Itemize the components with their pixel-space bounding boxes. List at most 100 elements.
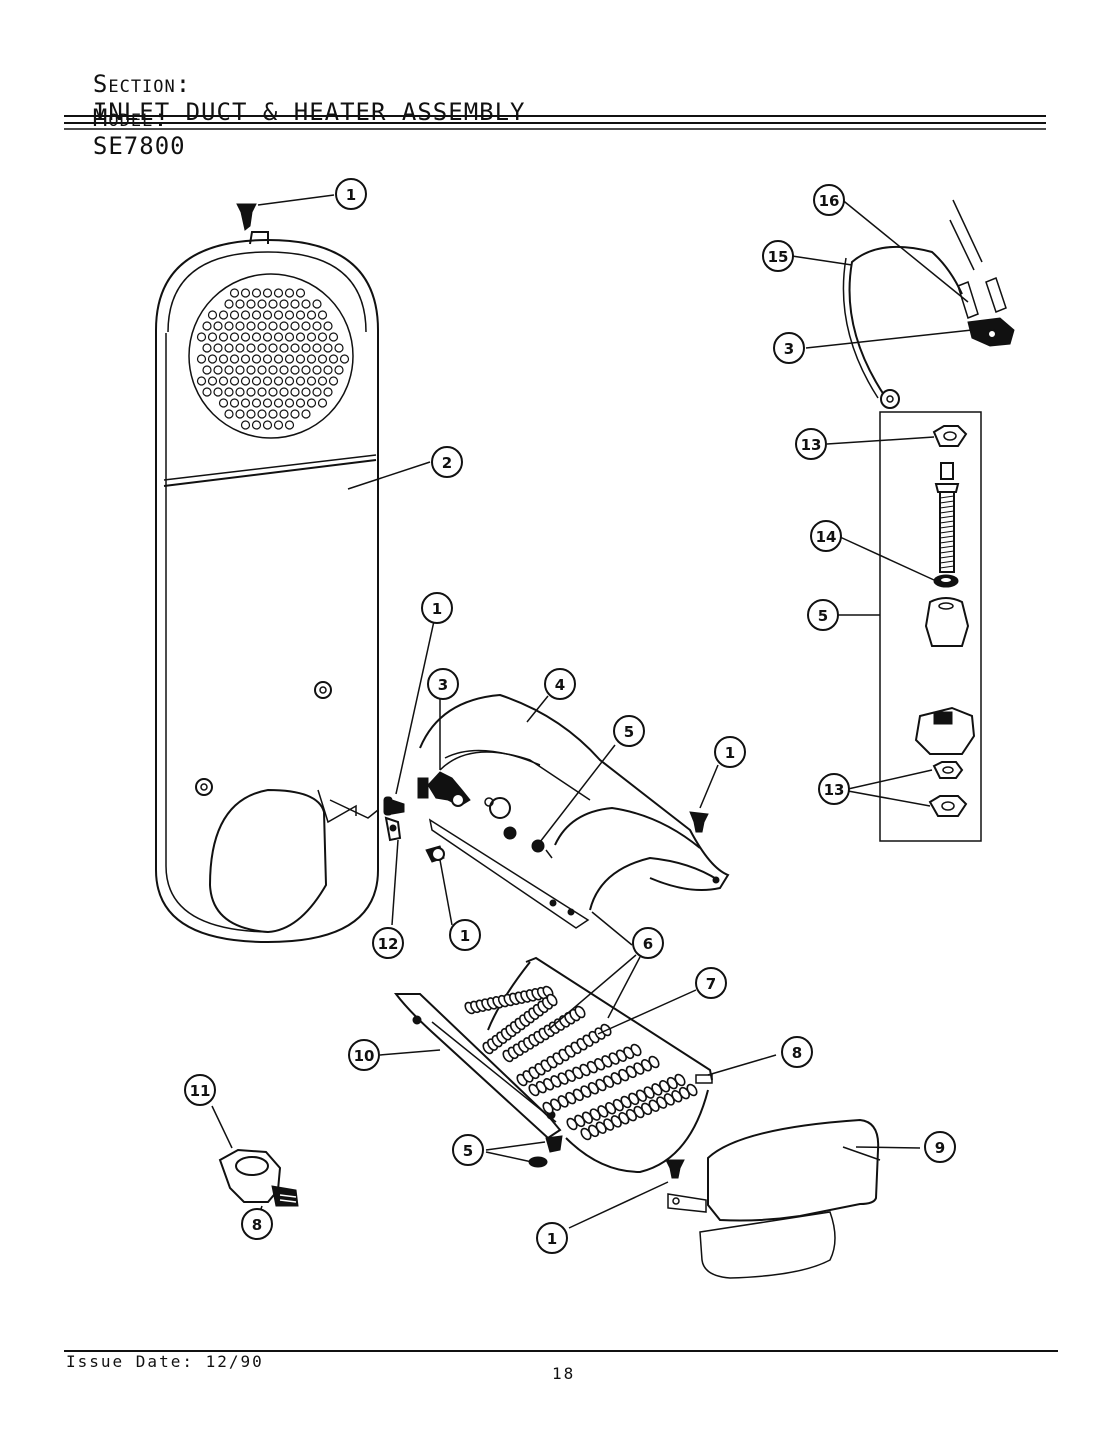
coil-turn [574,1005,586,1019]
inlet-duct [155,231,379,944]
grille-hole [290,321,300,331]
grille-hole [202,321,212,331]
grille-hole [240,354,251,364]
grille-hole [235,343,245,353]
grille-hole [240,288,251,298]
header-rule [64,115,1046,130]
grille-hole [284,310,295,320]
callout-8: 8 [241,1208,273,1240]
stud-threads [939,495,955,569]
grille-hole [284,354,295,364]
heater-cover [667,1118,880,1279]
grille-hole [295,376,306,386]
grille-hole [235,409,245,419]
callout-label: 3 [438,676,448,694]
grille-hole [207,354,218,364]
grille-hole [301,365,311,375]
grille-hole [306,332,317,342]
grille-hole [218,354,229,364]
grille-hole [279,365,289,375]
grille-hole [224,409,234,419]
callout-13: 13 [795,428,827,460]
nut-bottom [928,795,968,817]
grille-hole [218,310,229,320]
grille-hole [251,310,262,320]
section-key: Section: [92,70,192,98]
grille-hole [224,299,234,309]
grille-hole [328,332,339,342]
callout-label: 7 [706,975,716,993]
model-key: Model: [92,104,169,132]
callout-1: 1 [714,736,746,768]
callout-1: 1 [421,592,453,624]
callout-1: 1 [536,1222,568,1254]
grille-hole [323,365,333,375]
grille-hole [268,299,278,309]
grille-hole [284,376,295,386]
grille-hole [295,310,306,320]
callout-label: 16 [819,192,840,210]
grille-hole [207,310,218,320]
grille-hole [306,376,317,386]
grille-hole [251,332,262,342]
thread-line [939,495,955,499]
page-number: 18 [552,1364,576,1383]
heating-coils [464,985,698,1141]
grille-hole [202,365,212,375]
callout-14: 14 [810,520,842,552]
callout-label: 5 [818,607,828,625]
insulator-upper [924,597,970,647]
grille-hole [240,420,251,430]
callout-label: 8 [252,1216,262,1234]
grille-hole [295,332,306,342]
callout-label: 12 [378,935,399,953]
callout-label: 9 [935,1139,945,1157]
callout-label: 1 [432,600,442,618]
grille-hole [328,376,339,386]
grille-hole [279,409,289,419]
thread-line [939,555,955,559]
grille-hole [339,354,350,364]
callout-5: 5 [452,1134,484,1166]
coil-turn [686,1083,698,1097]
grille-hole [246,409,256,419]
callout-label: 13 [824,781,845,799]
callout-5: 5 [613,715,645,747]
model-header: Model: SE7800 [62,76,186,160]
callout-label: 13 [801,436,822,454]
screw-top [236,203,257,231]
thermostat [417,771,471,807]
grille-hole [317,332,328,342]
grille-hole [317,398,328,408]
callout-12: 12 [372,927,404,959]
callout-label: 1 [460,927,470,945]
grille-hole [196,354,207,364]
grille-hole [301,387,311,397]
grille-hole [229,354,240,364]
coil-turn [648,1055,660,1069]
callout-label: 2 [442,454,452,472]
callout-6: 6 [632,927,664,959]
grille-hole [334,365,344,375]
grille-hole [290,365,300,375]
thread-line [939,545,955,549]
grille-hole [262,420,273,430]
callout-9: 9 [924,1131,956,1163]
grille-hole [273,398,284,408]
callout-15: 15 [762,240,794,272]
grille-hole [323,321,333,331]
grille-hole [284,288,295,298]
grille-hole [235,321,245,331]
grille-hole [295,398,306,408]
callout-5: 5 [807,599,839,631]
grille-hole [284,332,295,342]
heater-housing [419,693,730,929]
thread-line [939,520,955,524]
grille-hole [268,343,278,353]
insulator-lower [914,706,976,755]
grille-hole [273,288,284,298]
grille-hole [229,332,240,342]
grille-hole [284,420,295,430]
grille-hole [279,343,289,353]
